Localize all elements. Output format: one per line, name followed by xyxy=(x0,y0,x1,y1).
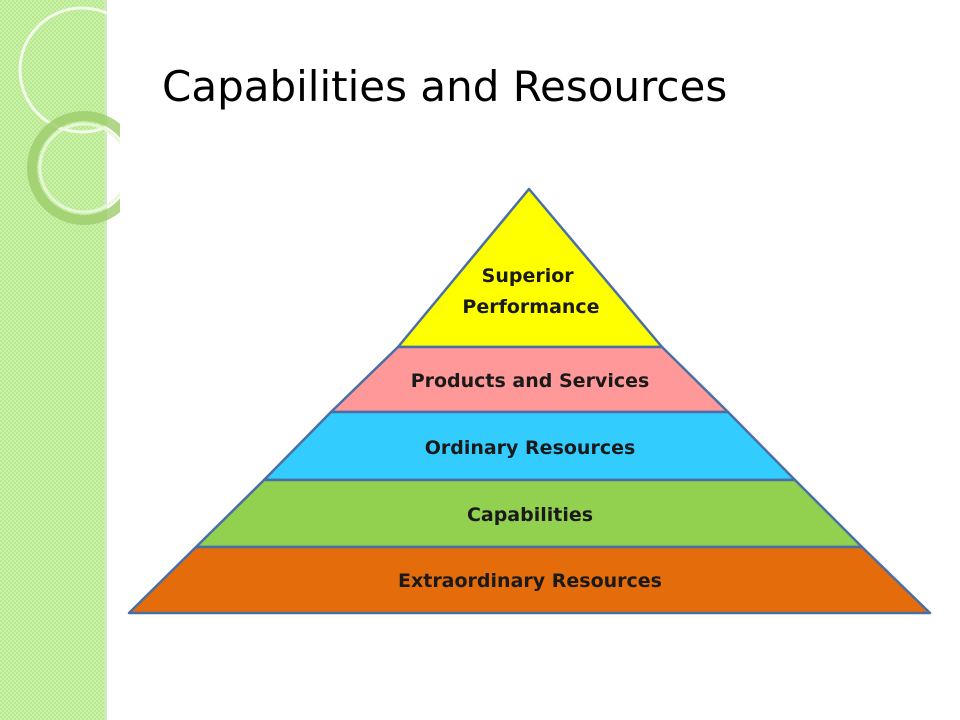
pyramid-tier-1-label: Superior Performance xyxy=(462,265,599,318)
decorative-ring-green xyxy=(27,111,120,225)
side-band-edge xyxy=(104,0,107,720)
slide-title: Capabilities and Resources xyxy=(162,62,728,111)
pyramid-tier-4-label: Capabilities xyxy=(467,504,593,526)
pyramid-tier-1: Superior Performance xyxy=(396,187,664,349)
pyramid-tier-1-label-line-1: Superior xyxy=(482,265,575,287)
pyramid-tier-5: Extraordinary Resources xyxy=(127,545,932,615)
pyramid-tier-4: Capabilities xyxy=(194,478,864,549)
decorative-ring-inner xyxy=(38,122,120,214)
decorative-ring-outer xyxy=(18,6,120,134)
pyramid-tier-2-label: Products and Services xyxy=(411,370,650,392)
decorative-rings xyxy=(18,6,120,225)
pyramid-tier-5-label: Extraordinary Resources xyxy=(398,570,662,592)
pyramid-tier-3: Ordinary Resources xyxy=(262,410,797,482)
pyramid-tier-1-label-line-2: Performance xyxy=(462,296,599,318)
pyramid-tier-2: Products and Services xyxy=(329,345,730,414)
pyramid-tier-3-label: Ordinary Resources xyxy=(425,437,636,459)
pyramid-tier-5-shape xyxy=(127,545,932,615)
